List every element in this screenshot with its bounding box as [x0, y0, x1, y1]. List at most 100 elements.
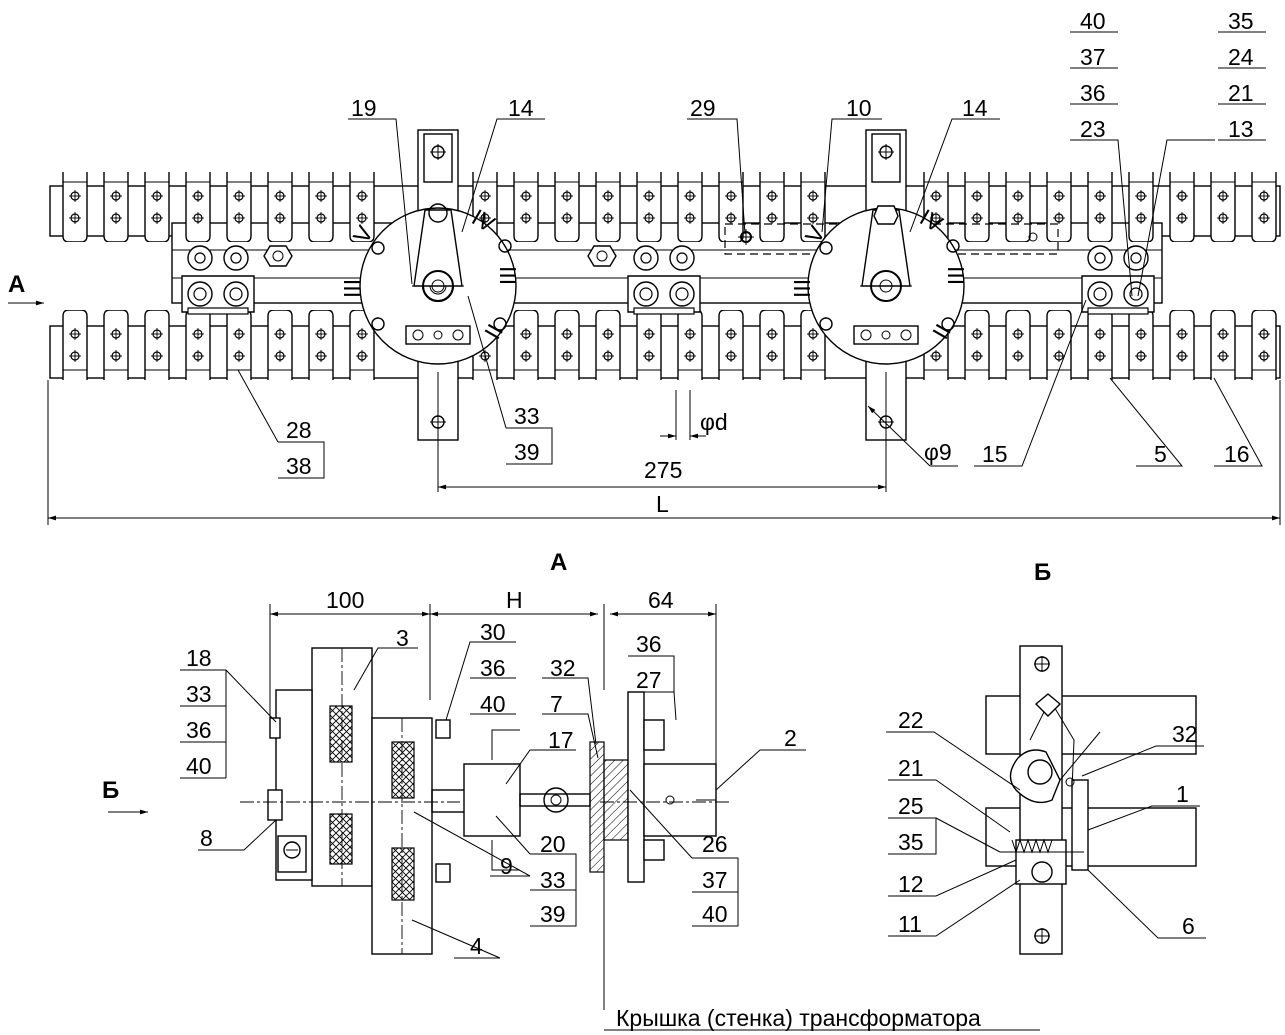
- label-12: 12: [898, 871, 924, 897]
- bolt-29: [738, 229, 754, 245]
- stack-36-27-1: 27: [636, 667, 662, 693]
- view-b-title: Б: [1034, 559, 1051, 586]
- terminal-lower: [554, 310, 580, 380]
- terminal-lower: [1210, 310, 1236, 380]
- stack-26-0: 26: [702, 831, 728, 857]
- terminal-lower: [1087, 310, 1113, 380]
- label-3: 3: [396, 625, 409, 651]
- label-10: 10: [846, 95, 872, 121]
- svg-text:III: III: [495, 266, 521, 285]
- terminal-upper: [677, 172, 703, 242]
- bar-lower-b: [985, 807, 1197, 867]
- stack-28-1: 38: [286, 453, 312, 479]
- terminal-lower: [185, 310, 211, 380]
- svg-text:III: III: [789, 279, 815, 298]
- label-14-right: 14: [962, 95, 988, 121]
- label-19: 19: [351, 95, 377, 121]
- terminal-upper: [308, 172, 334, 242]
- terminal-lower: [1251, 310, 1277, 380]
- stack-20-2: 39: [540, 901, 566, 927]
- stack-right-2: 21: [1228, 80, 1254, 106]
- terminal-lower: [308, 310, 334, 380]
- stack-18-3: 40: [186, 753, 212, 779]
- label-14-left: 14: [508, 95, 534, 121]
- stack-26-2: 40: [702, 901, 728, 927]
- label-4: 4: [470, 933, 483, 959]
- stack-25-0: 25: [898, 793, 924, 819]
- label-21: 21: [898, 755, 924, 781]
- stack-left-3: 23: [1080, 116, 1106, 142]
- terminal-upper: [185, 172, 211, 242]
- label-32-b: 32: [1172, 721, 1198, 747]
- stack-left-0: 40: [1080, 8, 1106, 34]
- hex-nut-left: [263, 245, 293, 267]
- stack-left-1: 37: [1080, 44, 1106, 70]
- terminal-upper: [226, 172, 252, 242]
- terminal-lower: [513, 310, 539, 380]
- terminal-upper: [1210, 172, 1236, 242]
- svg-text:III: III: [339, 279, 365, 298]
- terminal-lower: [964, 310, 990, 380]
- coupling-17: [463, 763, 521, 837]
- hex-nut-center: [587, 245, 617, 267]
- terminal-lower: [267, 310, 293, 380]
- dim-275: 275: [644, 457, 682, 483]
- terminal-upper: [513, 172, 539, 242]
- view-b: Б 22 32 21: [886, 559, 1206, 955]
- dim-H: H: [506, 587, 523, 613]
- label-9: 9: [500, 853, 513, 879]
- label-1: 1: [1176, 781, 1189, 807]
- stack-36-27-0: 36: [636, 631, 662, 657]
- stack-right-1: 24: [1228, 44, 1254, 70]
- terminal-lower: [1005, 310, 1031, 380]
- terminal-upper: [1046, 172, 1072, 242]
- stack-right-0: 35: [1228, 8, 1254, 34]
- terminal-upper: [595, 172, 621, 242]
- transformer-cover: [589, 741, 605, 873]
- terminal-upper: [62, 172, 88, 242]
- terminal-upper: [1169, 172, 1195, 242]
- terminal-upper: [718, 172, 744, 242]
- stack-25-1: 35: [898, 829, 924, 855]
- stack-18-0: 18: [186, 645, 212, 671]
- terminal-upper: [1087, 172, 1113, 242]
- label-15: 15: [982, 441, 1008, 467]
- label-32: 32: [550, 655, 576, 681]
- stack-20-0: 20: [540, 831, 566, 857]
- lower-terminal-row: [62, 310, 1277, 380]
- label-16: 16: [1224, 441, 1250, 467]
- view-a-title: А: [550, 549, 567, 576]
- dim-100: 100: [326, 587, 364, 613]
- stack-right-3: 13: [1228, 116, 1254, 142]
- terminal-lower: [62, 310, 88, 380]
- stack-18-1: 33: [186, 681, 212, 707]
- stack-26-1: 37: [702, 867, 728, 893]
- top-view: V IV III III II V IV III III II: [8, 8, 1281, 525]
- terminal-lower: [718, 310, 744, 380]
- terminal-upper: [144, 172, 170, 242]
- label-17: 17: [548, 727, 574, 753]
- terminal-upper: [1128, 172, 1154, 242]
- switch-disc-left: V IV III III II: [339, 203, 521, 365]
- dim-64: 64: [648, 587, 674, 613]
- view-arrow-a-label: А: [8, 271, 25, 298]
- terminal-upper: [267, 172, 293, 242]
- terminal-upper: [103, 172, 129, 242]
- terminal-lower: [677, 310, 703, 380]
- stack-28-0: 28: [286, 417, 312, 443]
- terminal-lower: [103, 310, 129, 380]
- terminal-lower: [1128, 310, 1154, 380]
- stack-left-2: 36: [1080, 80, 1106, 106]
- label-6: 6: [1182, 913, 1195, 939]
- terminal-upper: [1251, 172, 1277, 242]
- stack-30-1: 36: [480, 655, 506, 681]
- label-5: 5: [1154, 441, 1167, 467]
- terminal-lower: [636, 310, 662, 380]
- stack-20-1: 33: [540, 867, 566, 893]
- switch-disc-right: V IV III III II: [789, 204, 969, 365]
- stack-33-0: 33: [514, 403, 540, 429]
- bar-upper-b: [985, 695, 1197, 755]
- view-a: А 100 H 64: [102, 549, 1040, 1031]
- terminal-upper: [1005, 172, 1031, 242]
- lower-busbar-outline: [49, 325, 1281, 379]
